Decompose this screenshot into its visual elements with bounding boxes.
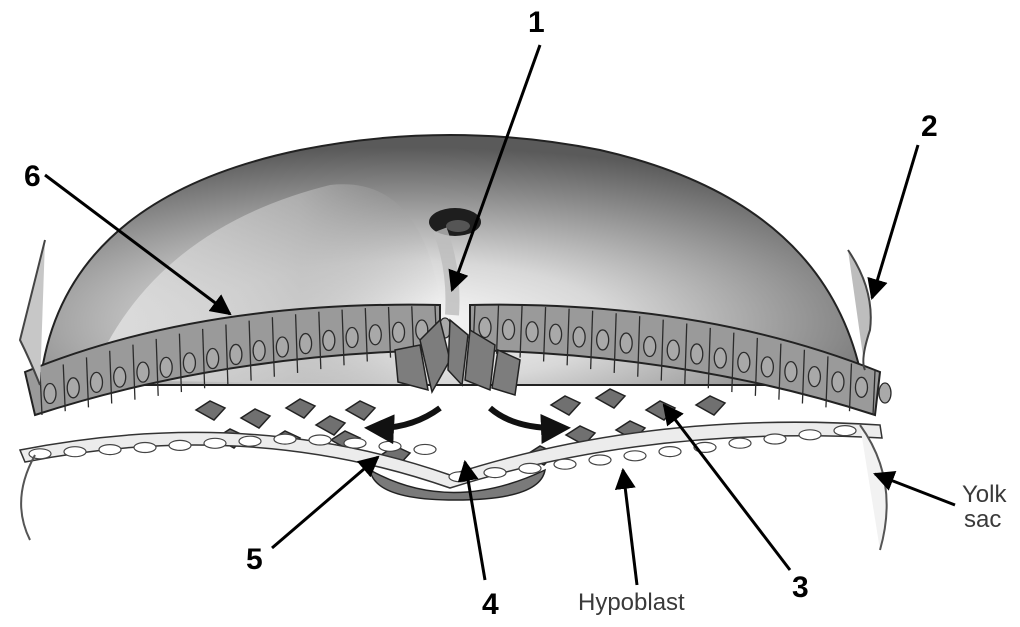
hypoblast-cell bbox=[729, 438, 751, 448]
migration-arrow-right bbox=[490, 408, 565, 428]
label-1: 1 bbox=[528, 8, 545, 38]
label-hypoblast: Hypoblast bbox=[578, 590, 685, 615]
hypoblast-cell bbox=[379, 441, 401, 451]
hypoblast-cell bbox=[309, 435, 331, 445]
hypoblast-cell bbox=[554, 459, 576, 469]
pointer-5 bbox=[272, 457, 378, 548]
hypoblast-cell bbox=[799, 430, 821, 440]
pointer-2 bbox=[872, 145, 918, 298]
epiblast-nucleus bbox=[644, 336, 656, 356]
epiblast-nucleus bbox=[550, 324, 562, 344]
left-yolk-sac-edge bbox=[20, 240, 45, 385]
hypoblast-cell bbox=[484, 468, 506, 478]
mesoderm-cell bbox=[646, 401, 675, 420]
epiblast-nucleus bbox=[597, 330, 609, 350]
hypoblast-cell bbox=[414, 444, 436, 454]
epiblast-nucleus bbox=[785, 362, 797, 382]
pointer-hypoblast bbox=[623, 470, 637, 585]
epiblast-nucleus bbox=[137, 362, 149, 382]
label-yolk-sac: Yolk sac bbox=[962, 482, 1006, 532]
label-5: 5 bbox=[246, 545, 263, 575]
epiblast-nucleus bbox=[230, 344, 242, 364]
mesoderm-cell bbox=[241, 409, 270, 428]
label-4: 4 bbox=[482, 590, 499, 620]
label-6: 6 bbox=[24, 162, 41, 192]
hypoblast-cell bbox=[274, 434, 296, 444]
epiblast-nucleus bbox=[183, 353, 195, 373]
label-2: 2 bbox=[921, 112, 938, 142]
epiblast-nucleus bbox=[879, 383, 891, 403]
epiblast-nucleus bbox=[323, 330, 335, 350]
hypoblast-cell bbox=[64, 447, 86, 457]
epiblast-nucleus bbox=[479, 318, 491, 338]
hypoblast-cell bbox=[589, 455, 611, 465]
hypoblast-cell bbox=[344, 438, 366, 448]
mesoderm-cell bbox=[696, 396, 725, 415]
mesoderm-cell bbox=[316, 416, 345, 435]
epiblast-nucleus bbox=[253, 341, 265, 361]
mesoderm-cell bbox=[196, 401, 225, 420]
epiblast-nucleus bbox=[855, 377, 867, 397]
epiblast-nucleus bbox=[691, 344, 703, 364]
mesoderm-cell bbox=[286, 399, 315, 418]
mesoderm-cell bbox=[596, 389, 625, 408]
epiblast-nucleus bbox=[160, 357, 172, 377]
epiblast-nucleus bbox=[738, 352, 750, 372]
epiblast-nucleus bbox=[832, 372, 844, 392]
migration-arrow-left bbox=[370, 408, 440, 428]
epiblast-nucleus bbox=[526, 322, 538, 342]
epiblast-nucleus bbox=[761, 357, 773, 377]
hypoblast-cell bbox=[134, 443, 156, 453]
epiblast-nucleus bbox=[393, 322, 405, 342]
epiblast-nucleus bbox=[620, 333, 632, 353]
hypoblast-cell bbox=[659, 447, 681, 457]
epiblast-nucleus bbox=[207, 349, 219, 369]
epiblast-nucleus bbox=[808, 367, 820, 387]
hypoblast-cell bbox=[764, 434, 786, 444]
hypoblast-cell bbox=[624, 451, 646, 461]
hypoblast-cell bbox=[204, 438, 226, 448]
label-yolk-sac-line1: Yolk bbox=[962, 482, 1006, 507]
label-yolk-sac-line2: sac bbox=[964, 507, 1006, 532]
left-yolk-sac-lower bbox=[21, 455, 35, 540]
right-yolk-sac-lower bbox=[860, 425, 887, 550]
epiblast-nucleus bbox=[67, 378, 79, 398]
hypoblast-cell bbox=[99, 445, 121, 455]
epiblast-nucleus bbox=[346, 327, 358, 347]
epiblast-nucleus bbox=[90, 372, 102, 392]
mesoderm-cell bbox=[551, 396, 580, 415]
epiblast-nucleus bbox=[44, 384, 56, 404]
hypoblast-cell bbox=[29, 449, 51, 459]
label-3: 3 bbox=[792, 573, 809, 603]
epiblast-nucleus bbox=[369, 325, 381, 345]
hypoblast-cell bbox=[834, 426, 856, 436]
epiblast-nucleus bbox=[114, 367, 126, 387]
hypoblast-cell bbox=[519, 463, 541, 473]
epiblast-nucleus bbox=[573, 327, 585, 347]
epiblast-nucleus bbox=[300, 334, 312, 354]
hypoblast-cell bbox=[239, 436, 261, 446]
mesoderm-cell bbox=[346, 401, 375, 420]
epiblast-nucleus bbox=[714, 348, 726, 368]
epiblast-nucleus bbox=[503, 320, 515, 340]
hypoblast-cell bbox=[169, 440, 191, 450]
epiblast-nucleus bbox=[667, 340, 679, 360]
epiblast-nucleus bbox=[276, 337, 288, 357]
